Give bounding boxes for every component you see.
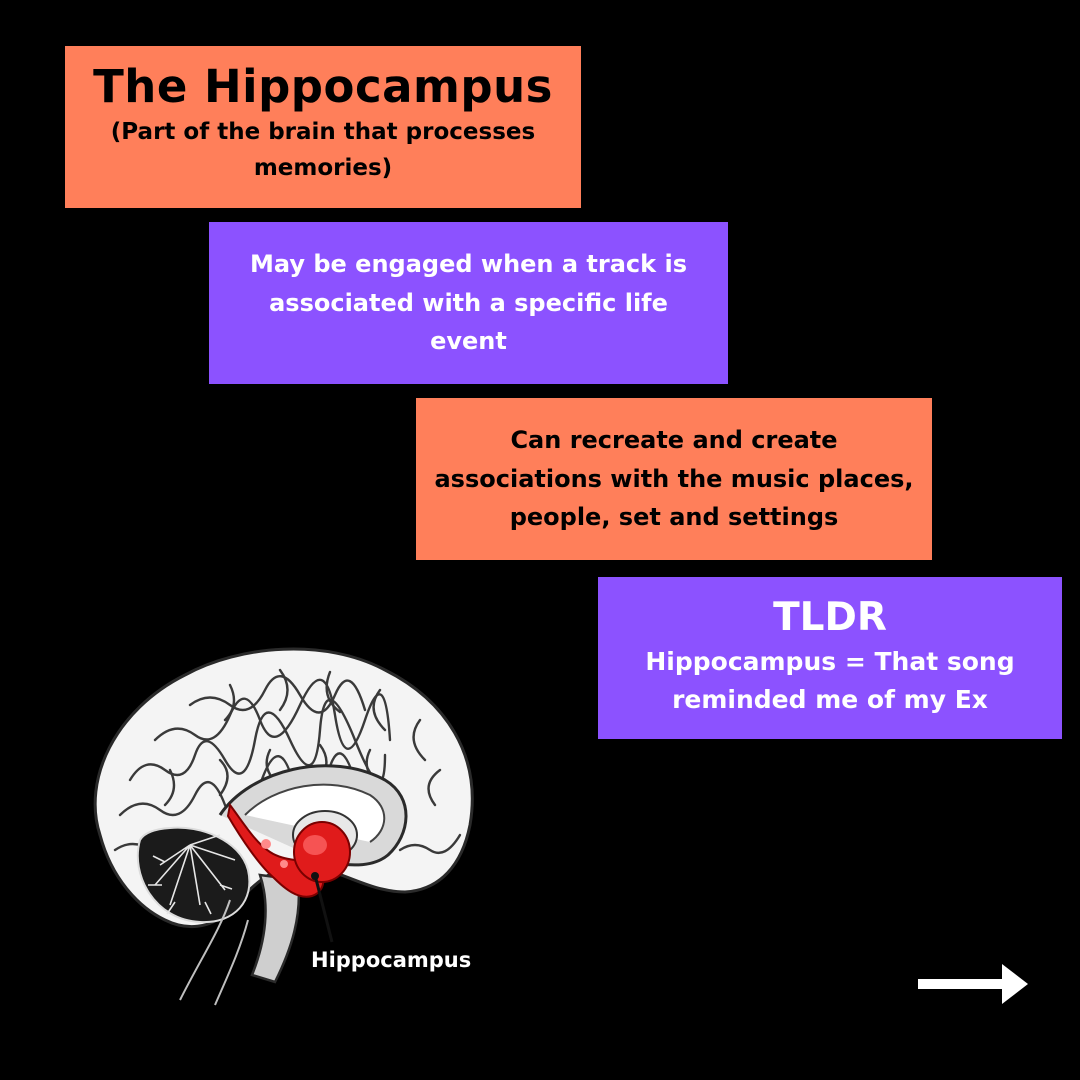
fact-card-engagement: May be engaged when a track is associate… [209,222,728,384]
hippocampus-highlight [226,802,351,898]
arrow-right-icon[interactable] [916,958,1032,1010]
fact-text-associations: Can recreate and create associations wit… [434,426,914,532]
fact-text-engagement: May be engaged when a track is associate… [250,250,687,356]
fact-card-associations: Can recreate and create associations wit… [416,398,932,560]
hippocampus-label: Hippocampus [311,948,472,972]
tldr-card: TLDR Hippocampus = That song reminded me… [598,577,1062,739]
tldr-heading: TLDR [773,594,887,640]
brain-drawing [93,647,474,1006]
slide-title: The Hippocampus [93,60,553,114]
tldr-text: Hippocampus = That song reminded me of m… [645,646,1015,715]
slide-subtitle: (Part of the brain that processes memori… [110,119,536,181]
title-card: The Hippocampus (Part of the brain that … [65,46,581,208]
brain-illustration [93,647,474,1006]
